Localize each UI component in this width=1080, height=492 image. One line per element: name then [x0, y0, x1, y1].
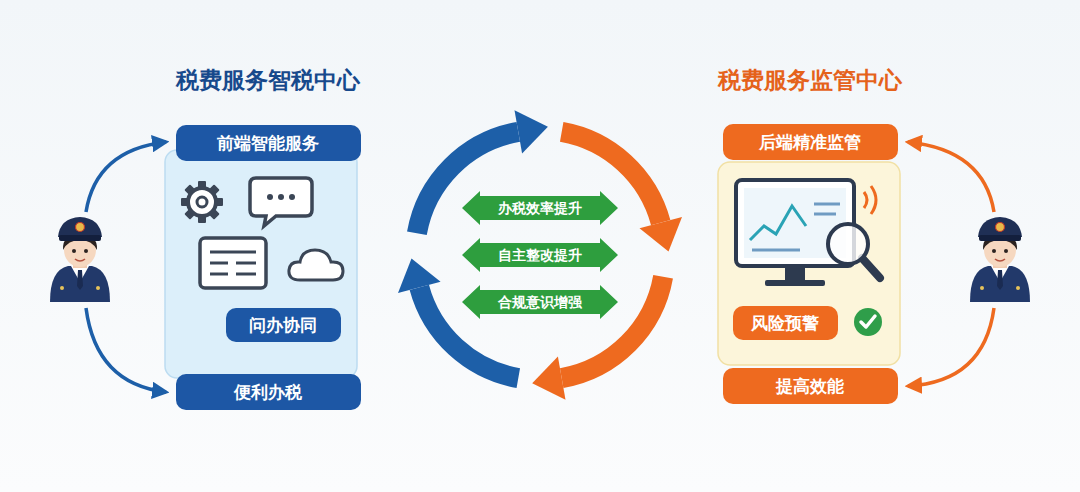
gear-icon — [181, 181, 223, 223]
cycle-arrow — [515, 110, 548, 153]
document-icon — [210, 262, 228, 265]
cycle-arrow — [398, 110, 682, 400]
chat-icon — [289, 194, 295, 200]
panel-ground — [718, 162, 900, 365]
monitor-icon — [736, 180, 880, 286]
cycle-arrow — [398, 258, 441, 293]
cycle-arrow — [532, 356, 565, 399]
monitor-icon — [765, 280, 825, 286]
document-icon — [200, 238, 266, 288]
chat-icon — [250, 178, 312, 226]
tax-officer — [50, 217, 110, 302]
monitor-icon — [814, 203, 840, 206]
document-icon — [210, 251, 256, 254]
panel-heading: 税费服务监管中心 — [718, 67, 902, 95]
node-label: 提高效能 — [776, 376, 844, 396]
monitor-icon — [871, 186, 876, 214]
node-label: 便利办税 — [234, 382, 302, 402]
node-label: 风险预警 — [751, 313, 819, 333]
label-pill: 前端智能服务 — [176, 125, 361, 161]
document-icon — [236, 262, 256, 265]
service-panel: 前端智能服务问办协同税费服务智税中心 — [165, 150, 357, 378]
label-pill: 风险预警 — [733, 306, 838, 340]
node-label: 前端智能服务 — [217, 133, 319, 153]
node-label: 问办协同 — [249, 315, 317, 335]
monitor-icon — [862, 258, 880, 278]
label-pill: 便利办税 — [176, 374, 361, 410]
monitor-icon — [785, 266, 805, 280]
double-arrow-shape — [462, 285, 618, 319]
monitor-icon — [750, 206, 806, 240]
label-pill: 提高效能 — [723, 368, 898, 404]
double-arrow: 合规意识增强 — [462, 285, 618, 319]
check-icon — [854, 308, 882, 336]
node-label: 办税效率提升 — [498, 200, 582, 217]
label-pill: 问办协同 — [226, 308, 341, 342]
check-icon — [854, 308, 882, 336]
curved-arrow — [86, 308, 166, 392]
monitor-icon — [828, 224, 868, 264]
panel-ground — [165, 150, 357, 378]
gear-icon — [188, 188, 216, 216]
double-arrow: 办税效率提升 — [462, 191, 618, 225]
double-arrow-shape — [462, 191, 618, 225]
chat-icon — [250, 178, 312, 226]
node-label: 自主整改提升 — [498, 247, 582, 264]
monitor-icon — [752, 249, 800, 252]
cloud-icon — [289, 250, 343, 280]
panel-heading: 税费服务智税中心 — [176, 67, 360, 95]
double-arrow-shape — [462, 238, 618, 272]
curved-arrow — [908, 142, 994, 212]
monitor-icon — [864, 192, 867, 208]
chat-icon — [267, 194, 273, 200]
check-icon — [861, 316, 875, 327]
service-panel: 后端精准监管风险预警税费服务监管中心 — [718, 162, 900, 365]
label-pill: 后端精准监管 — [723, 124, 898, 160]
document-icon — [210, 273, 228, 276]
double-arrow: 自主整改提升 — [462, 238, 618, 272]
cloud-icon — [289, 250, 343, 280]
tax-officer — [970, 217, 1030, 302]
document-icon — [236, 273, 256, 276]
document-icon — [200, 238, 266, 288]
gear-icon — [197, 197, 207, 207]
cycle-arrow — [640, 217, 683, 252]
node-label: 合规意识增强 — [498, 294, 582, 311]
monitor-icon — [814, 213, 836, 216]
curved-arrow — [908, 308, 994, 386]
curved-arrow — [86, 142, 994, 392]
curved-arrow — [86, 142, 166, 212]
chat-icon — [278, 194, 284, 200]
node-label: 后端精准监管 — [759, 132, 861, 152]
